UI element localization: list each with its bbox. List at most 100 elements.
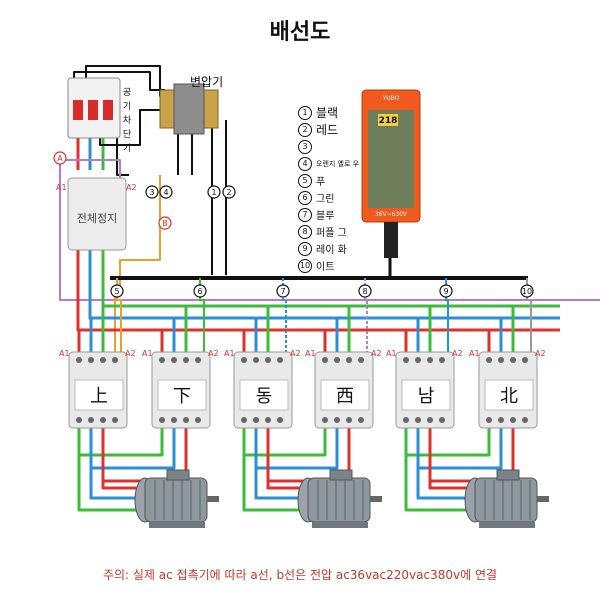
contactor-screw xyxy=(241,417,247,423)
contactor-screw xyxy=(486,357,492,363)
transformer-terminal: 4 xyxy=(163,188,168,197)
contactor-nameplate xyxy=(157,379,207,411)
contactor-a1-label: A1 xyxy=(469,349,480,358)
legend-row: 3 xyxy=(298,138,378,155)
contactor-screw xyxy=(100,417,106,423)
wire-motor-blue xyxy=(416,468,467,500)
bus-tap-number: 5 xyxy=(114,287,119,296)
contactor-a2-label: A2 xyxy=(208,349,219,358)
contactor-screw xyxy=(358,357,364,363)
contactor-screw xyxy=(439,357,445,363)
contactor-screw xyxy=(171,417,177,423)
breaker-handle xyxy=(73,100,83,120)
transformer-terminal: 2 xyxy=(226,188,231,197)
motor-shaft xyxy=(370,496,382,502)
contactor-label: 西 xyxy=(336,386,354,407)
remote-brand: YUBO xyxy=(382,95,400,102)
transformer-label: 변압기 xyxy=(190,75,224,89)
remote-circuit-board xyxy=(368,110,414,208)
contactor-a2-label: A2 xyxy=(371,349,382,358)
contactor-screw xyxy=(88,357,94,363)
contactor-screw xyxy=(522,417,528,423)
transformer-terminal-ring xyxy=(207,185,221,199)
contactor-nameplate xyxy=(74,379,124,411)
transformer-terminal-ring xyxy=(222,185,236,199)
contactor-screw xyxy=(195,417,201,423)
contactor-screw xyxy=(76,357,82,363)
contactor-screw xyxy=(277,357,283,363)
bus-tap-number-ring xyxy=(520,284,534,298)
wire-out-green xyxy=(242,428,327,457)
wire-motor-red xyxy=(428,481,467,490)
contactor-a1-label: A1 xyxy=(386,349,397,358)
contactor-screw xyxy=(334,357,340,363)
contactor-screw xyxy=(265,357,271,363)
contactor-screw xyxy=(265,417,271,423)
motor-shaft xyxy=(537,496,549,502)
wire-motor-blue xyxy=(89,468,137,500)
contactor-a1-label: A1 xyxy=(224,349,235,358)
remote-display xyxy=(378,114,398,126)
terminal-a1-label: A1 xyxy=(56,183,67,192)
contactor-screw xyxy=(322,357,328,363)
contactor-screw xyxy=(253,417,259,423)
contactor-screw xyxy=(88,417,94,423)
contactor-screw xyxy=(415,357,421,363)
wire-motor-red xyxy=(266,481,300,490)
wire-motor-blue xyxy=(254,468,300,500)
stop-contactor xyxy=(67,177,127,251)
contactor-screw xyxy=(498,417,504,423)
wire-out-blue xyxy=(254,428,339,470)
contactor-a1-label: A1 xyxy=(59,349,70,358)
breaker-handle xyxy=(103,100,113,120)
motor-foot xyxy=(149,522,205,528)
wire-motor-green xyxy=(242,455,300,512)
motor-terminal-box xyxy=(496,469,520,481)
wire-motor-red xyxy=(101,481,137,490)
wiring-note: 주의: 실제 ac 접촉기에 따라 a선, b선은 전압 ac36vac220v… xyxy=(102,568,498,582)
contactor-screw xyxy=(112,417,118,423)
wire-orange-b xyxy=(114,175,161,355)
breaker-label: 공기 차 단기 xyxy=(122,88,132,154)
terminal-b-label-ring xyxy=(158,216,172,230)
motor-shaft xyxy=(207,496,219,502)
motor-foot xyxy=(312,522,368,528)
contactor-screw xyxy=(334,417,340,423)
contactor-screw xyxy=(112,357,118,363)
bus-tap-number-ring xyxy=(276,284,290,298)
bus-tap-number: 6 xyxy=(197,287,202,296)
transformer-core xyxy=(173,83,205,135)
contactor-screw xyxy=(403,417,409,423)
wire-out-green xyxy=(404,428,491,457)
wire-out-blue xyxy=(89,428,176,470)
remote-voltage-label: 36V~630V xyxy=(375,211,408,218)
contactor-label: 동 xyxy=(256,386,273,407)
contactor-screw xyxy=(346,417,352,423)
contactor-nameplate xyxy=(484,379,534,411)
wire-motor-green xyxy=(404,455,467,512)
contactor-screw xyxy=(358,417,364,423)
contactor-screw xyxy=(498,357,504,363)
remote-cable-gland xyxy=(384,222,398,258)
contactor-a1-label: A1 xyxy=(305,349,316,358)
contactor-label: 北 xyxy=(500,386,518,407)
contactor-screw xyxy=(171,357,177,363)
terminal-b-label: B xyxy=(162,219,168,228)
contactor-label: 남 xyxy=(418,386,435,407)
wire-purple-a1 xyxy=(60,159,121,185)
contactor-a2-label: A2 xyxy=(125,349,136,358)
wire-purple-common xyxy=(59,160,600,301)
terminal-a-label-ring xyxy=(53,151,67,165)
contactor-screw xyxy=(510,357,516,363)
bus-tap-number-ring xyxy=(110,284,124,298)
breaker-handle xyxy=(88,100,98,120)
contactor-screw xyxy=(322,417,328,423)
